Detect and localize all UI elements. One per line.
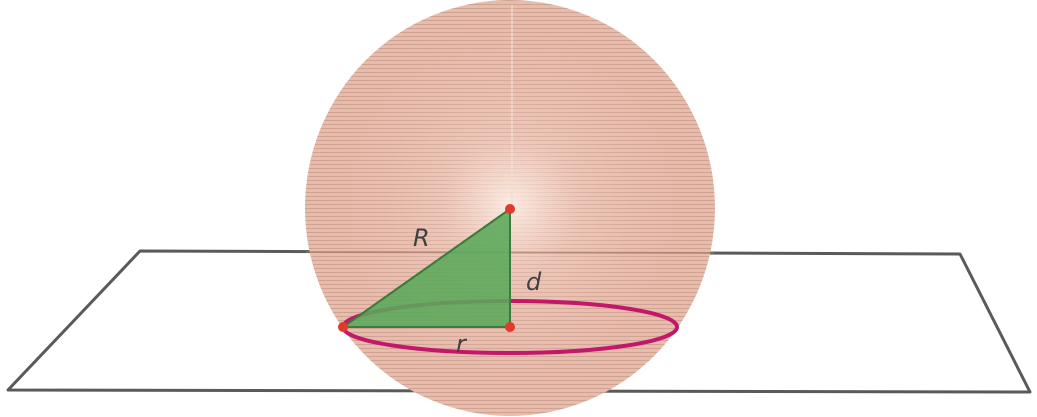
circle-edge-point	[338, 322, 348, 332]
label-r: r	[456, 330, 468, 358]
sphere-center-point	[505, 204, 515, 214]
label-d: d	[526, 268, 542, 296]
hypotenuse-R	[342, 208, 511, 328]
circle-center-point	[505, 322, 515, 332]
label-R: R	[413, 224, 430, 252]
